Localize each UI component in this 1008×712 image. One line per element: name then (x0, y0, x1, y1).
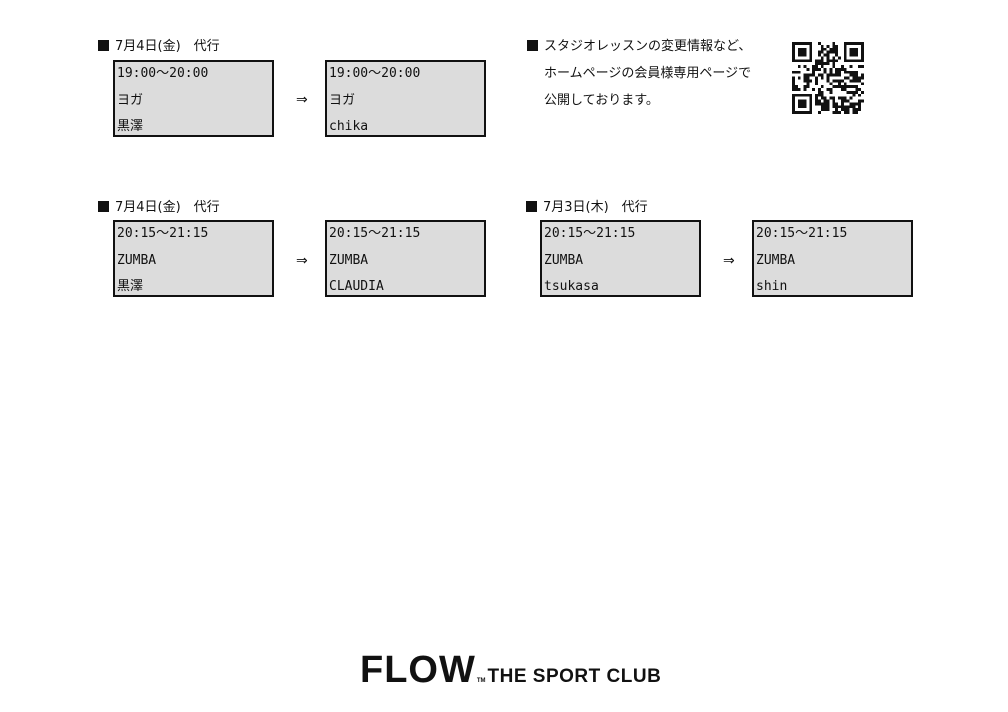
trademark-mark: TM (476, 678, 486, 684)
change-heading-text: 7月4日(金) 代行 (115, 39, 220, 54)
instructor-name: 黒澤 (117, 119, 144, 134)
lesson-time: 20:15～21:15 (329, 226, 421, 241)
change-heading: 7月3日(木) 代行 (526, 200, 648, 216)
lesson-name: ZUMBA (329, 253, 369, 268)
before-box: 20:15～21:15 ZUMBA 黒澤 (113, 220, 274, 297)
lesson-time: 20:15～21:15 (544, 226, 636, 241)
notice-line-3: 公開しております。 (544, 93, 659, 108)
square-bullet-icon (527, 40, 538, 51)
instructor-name: shin (756, 279, 788, 294)
notice-line-2: ホームページの会員様専用ページで (544, 66, 752, 81)
notice-line-1: スタジオレッスンの変更情報など、 (527, 39, 751, 55)
lesson-time: 19:00～20:00 (329, 66, 421, 81)
square-bullet-icon (98, 40, 109, 51)
change-heading-text: 7月4日(金) 代行 (115, 200, 220, 215)
lesson-time: 19:00～20:00 (117, 66, 209, 81)
instructor-name: tsukasa (544, 279, 599, 294)
square-bullet-icon (98, 201, 109, 212)
notice-text: スタジオレッスンの変更情報など、 (544, 39, 752, 54)
lesson-name: ZUMBA (544, 253, 584, 268)
lesson-time: 20:15～21:15 (756, 226, 848, 241)
after-box: 20:15～21:15 ZUMBA CLAUDIA (325, 220, 486, 297)
lesson-time: 20:15～21:15 (117, 226, 209, 241)
lesson-name: ヨガ (329, 93, 356, 108)
lesson-name: ヨガ (117, 93, 144, 108)
change-heading: 7月4日(金) 代行 (98, 200, 220, 216)
qr-code-icon[interactable] (792, 42, 864, 114)
arrow-icon: ⇒ (296, 253, 308, 269)
lesson-name: ZUMBA (117, 253, 157, 268)
arrow-icon: ⇒ (296, 92, 308, 108)
lesson-name: ZUMBA (756, 253, 796, 268)
change-heading: 7月4日(金) 代行 (98, 39, 220, 55)
change-heading-text: 7月3日(木) 代行 (543, 200, 648, 215)
instructor-name: 黒澤 (117, 279, 144, 294)
arrow-icon: ⇒ (723, 253, 735, 269)
square-bullet-icon (526, 201, 537, 212)
before-box: 19:00～20:00 ヨガ 黒澤 (113, 60, 274, 137)
after-box: 20:15～21:15 ZUMBA shin (752, 220, 913, 297)
brand-tagline: THE SPORT CLUB (487, 666, 662, 687)
instructor-name: chika (329, 119, 369, 134)
instructor-name: CLAUDIA (329, 279, 384, 294)
brand-name: FLOW (360, 649, 476, 691)
before-box: 20:15～21:15 ZUMBA tsukasa (540, 220, 701, 297)
after-box: 19:00～20:00 ヨガ chika (325, 60, 486, 137)
